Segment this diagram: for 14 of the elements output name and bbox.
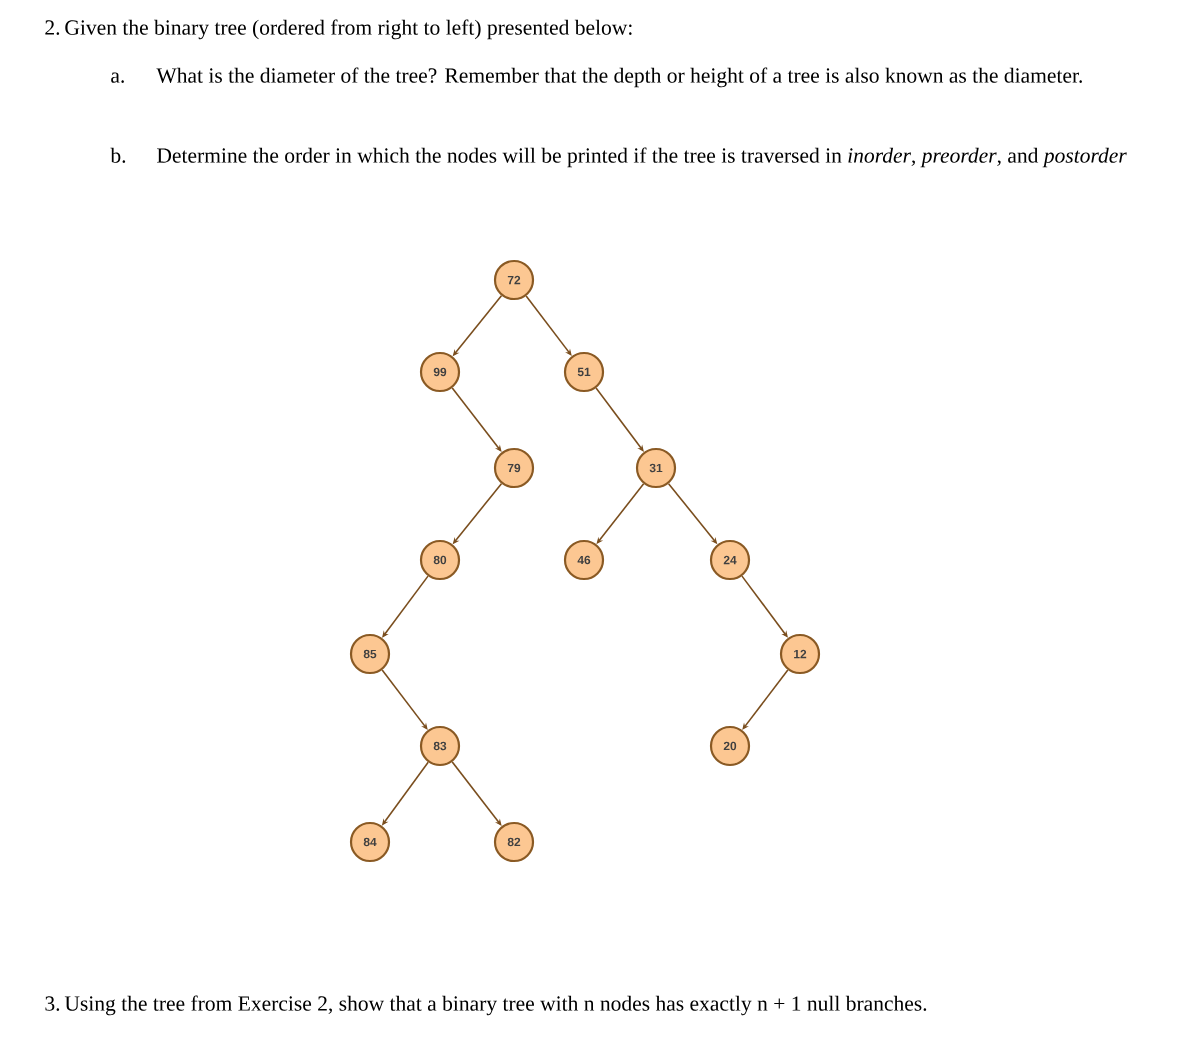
number: 3. (45, 996, 60, 1011)
question-text: Determine the order in which the nodes will be printed if the tree is traversed in inorder, preorder, and postorder (157, 147, 1127, 168)
item-letter: b. (110, 147, 126, 163)
tree-edge (525, 295, 572, 356)
tree-edge (381, 669, 428, 730)
item-letter: a. (111, 72, 124, 83)
tree-edge (741, 575, 788, 638)
tree-edge (742, 669, 789, 730)
number: 2. (45, 20, 60, 35)
tree-edge (382, 575, 429, 638)
question-text: Given the binary tree (ordered from right to left) presented below: (65, 19, 632, 40)
question-text: What is the diameter of the tree? Remember that the depth or height of a tree is also known as the diameter. (156, 67, 1082, 88)
question-text: Using the tree from Exercise 2, show that a binary tree with n nodes has exactly n + 1 null branches. (64, 995, 927, 1016)
tree-edge (595, 387, 644, 452)
